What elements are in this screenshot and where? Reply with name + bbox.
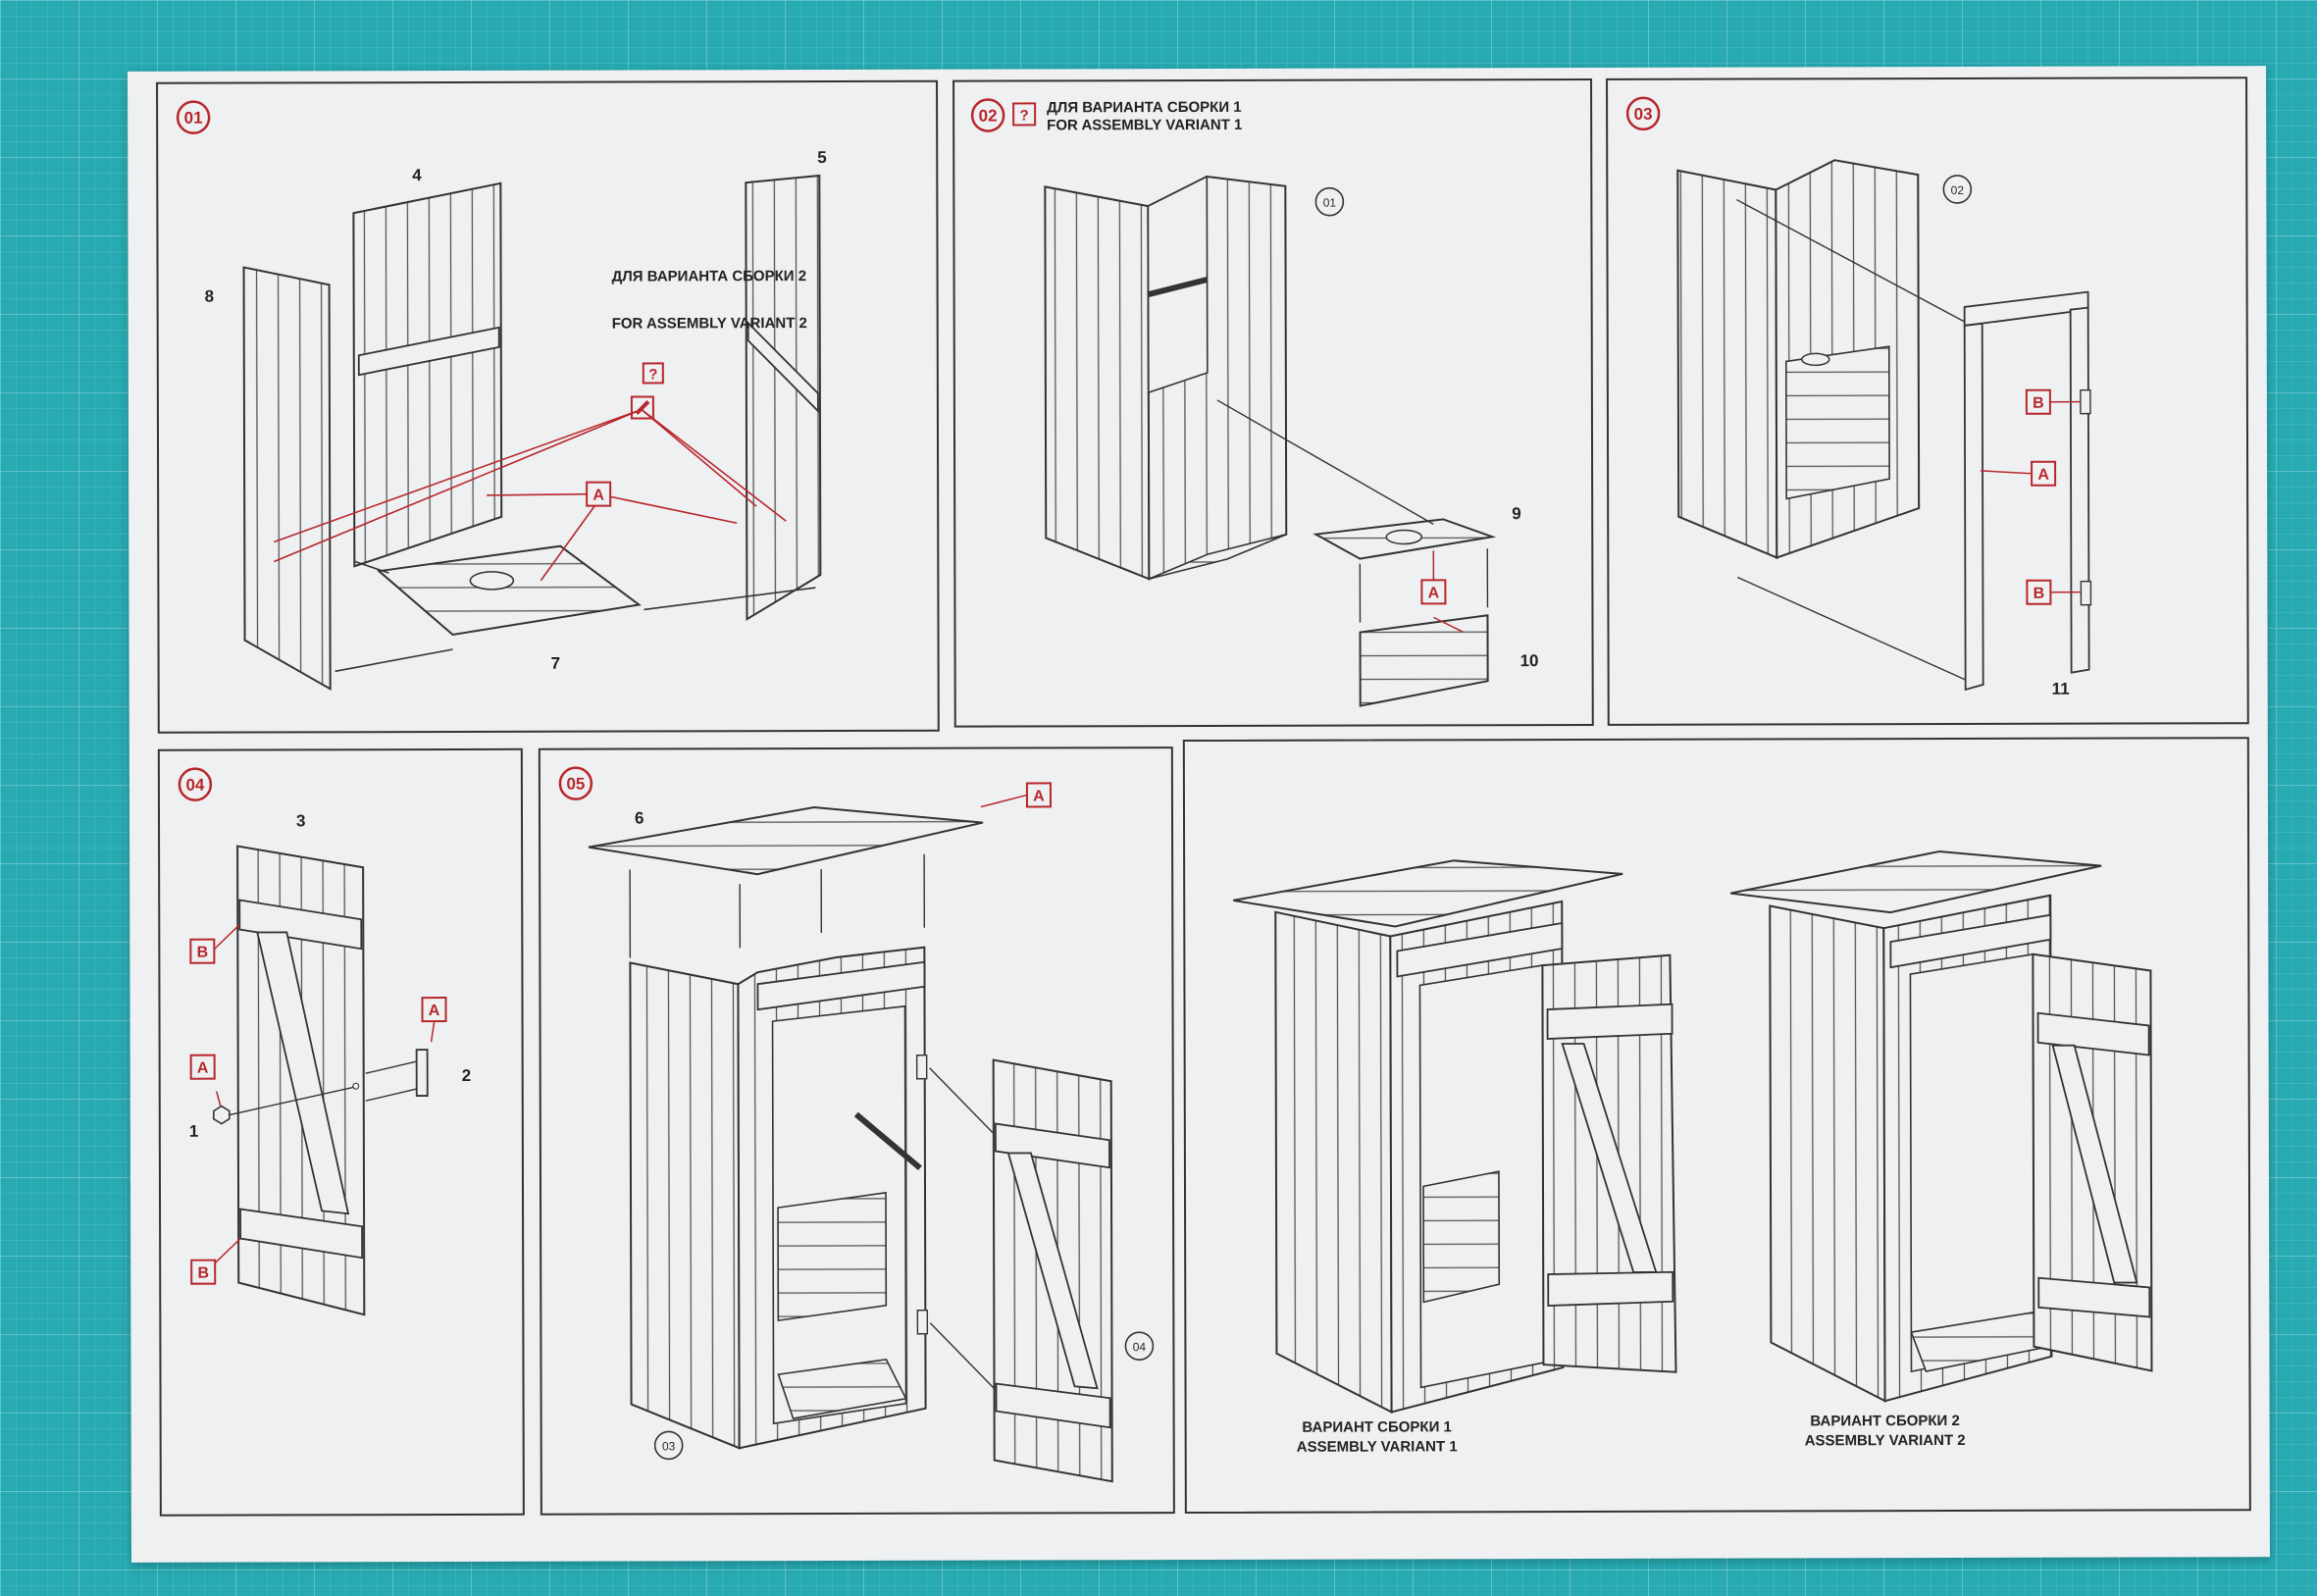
step-02-option: ? xyxy=(1020,107,1029,124)
step-03-hinge-label-top: B xyxy=(2033,395,2044,412)
step-03-ref: 02 xyxy=(1951,183,1965,197)
step-04-number: 04 xyxy=(185,776,205,795)
part-8-label: 8 xyxy=(205,287,215,306)
part-1-label: 1 xyxy=(189,1122,199,1141)
step-03-hinge-label-bottom: B xyxy=(2034,586,2045,602)
part-9-label: 9 xyxy=(1512,504,1521,523)
step-04-hinge-label-bottom: B xyxy=(197,1265,209,1282)
part-11-label: 11 xyxy=(2052,680,2070,698)
step-04-panel: 04 A A B B 3 1 2 xyxy=(157,747,525,1517)
step-05-glue-label: A xyxy=(1033,788,1045,804)
variant-1-label-en: ASSEMBLY VARIANT 1 xyxy=(1297,1438,1458,1455)
step-04-glue-label-latch: A xyxy=(197,1060,209,1077)
variant-2-label-ru: ВАРИАНТ СБОРКИ 2 xyxy=(1810,1413,1959,1429)
latch-part-1 xyxy=(212,1105,231,1125)
step-03-number: 03 xyxy=(1634,105,1653,124)
part-7-label: 7 xyxy=(551,654,561,673)
part-4-label: 4 xyxy=(412,166,422,184)
wall-part-4 xyxy=(352,181,503,568)
step-01-option-badge xyxy=(642,362,664,385)
part-5-label: 5 xyxy=(817,148,827,167)
roof-part-6 xyxy=(588,806,984,876)
step-01-note-ru: ДЛЯ ВАРИАНТА СБОРКИ 2 xyxy=(612,268,807,285)
step-02-heading-ru: ДЛЯ ВАРИАНТА СБОРКИ 1 xyxy=(1047,99,1242,117)
variant-2-outhouse xyxy=(1730,850,2153,1403)
step-02-panel: 02 ? ДЛЯ ВАРИАНТА СБОРКИ 1 FOR ASSEMBLY … xyxy=(953,77,1594,728)
part-10-label: 10 xyxy=(1520,651,1539,670)
glue-brush-icon xyxy=(630,395,654,420)
floor-part-7 xyxy=(377,544,642,637)
step-01-number: 01 xyxy=(184,109,203,128)
step-03-panel: 03 02 B B A 11 xyxy=(1606,77,2249,726)
step-01-glue-label: A xyxy=(592,488,604,504)
step-02-heading-en: FOR ASSEMBLY VARIANT 1 xyxy=(1047,117,1242,134)
glue-a-marker xyxy=(586,481,612,507)
step-05-ref-04: 04 xyxy=(1133,1340,1147,1354)
wall-part-5 xyxy=(745,174,822,621)
step-02-ref: 01 xyxy=(1323,196,1337,210)
variants-panel: ВАРИАНТ СБОРКИ 1 ASSEMBLY VARIANT 1 ВАРИ… xyxy=(1182,737,2251,1515)
step-04-glue-label-handle: A xyxy=(429,1003,440,1019)
step-04-hinge-label-top: B xyxy=(197,945,209,961)
part-6-label: 6 xyxy=(635,808,644,827)
step-03-glue-label: A xyxy=(2037,467,2049,484)
step-05-number: 05 xyxy=(566,775,585,794)
step-01-badge xyxy=(176,100,211,134)
variant-2-label-en: ASSEMBLY VARIANT 2 xyxy=(1805,1432,1966,1449)
step-02-glue-label: A xyxy=(1428,585,1440,601)
instruction-drawing: 01 ? A ДЛЯ ВАРИАНТА СБОРК xyxy=(156,77,2251,1517)
step-05-ref-03: 03 xyxy=(662,1439,676,1453)
step-01-option: ? xyxy=(648,366,657,383)
step-01-note-en: FOR ASSEMBLY VARIANT 2 xyxy=(612,315,807,333)
variant-1-label-ru: ВАРИАНТ СБОРКИ 1 xyxy=(1302,1418,1451,1435)
wall-part-8 xyxy=(242,266,332,692)
step-01-panel: 01 ? A ДЛЯ ВАРИАНТА СБОРК xyxy=(156,79,940,734)
step-05-panel: 05 A 03 04 6 xyxy=(538,747,1175,1516)
handle-part-2 xyxy=(415,1049,429,1097)
step-02-number: 02 xyxy=(979,107,998,126)
variant-1-outhouse xyxy=(1233,859,1677,1415)
instruction-sheet: 01 ? A ДЛЯ ВАРИАНТА СБОРК xyxy=(128,66,2270,1563)
part-2-label: 2 xyxy=(462,1066,472,1085)
part-3-label: 3 xyxy=(296,811,306,830)
